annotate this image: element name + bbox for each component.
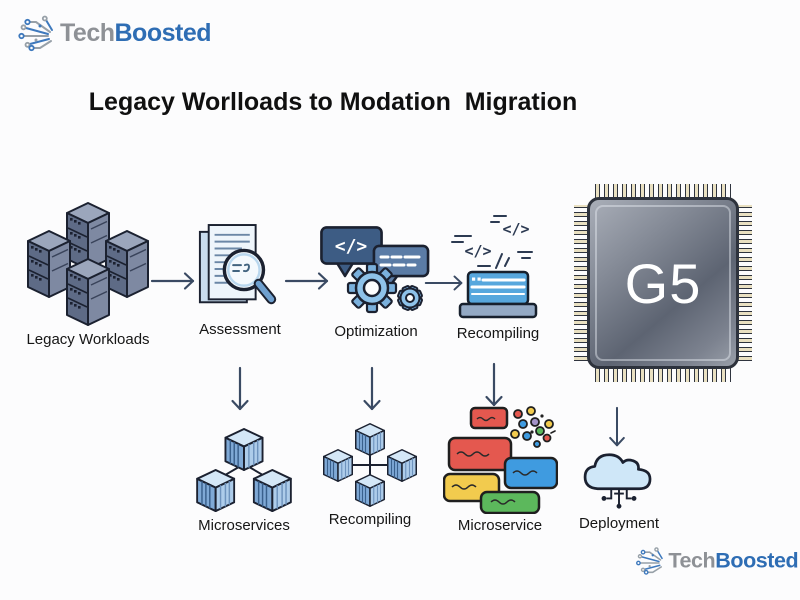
chip-pins-left (574, 205, 588, 361)
step-recompiling-bottom: Recompiling (318, 422, 422, 528)
arrow-down-icon (363, 366, 381, 411)
arrow-right-icon (150, 272, 195, 290)
chip-label: G5 (624, 251, 702, 315)
arrow-down-icon (485, 362, 503, 407)
brand-tech-text: Tech (60, 18, 115, 47)
arrow-down-icon (609, 406, 625, 447)
arrow-down-icon (231, 366, 249, 411)
step-label: Microservices (198, 517, 290, 534)
code-bubbles-gears-icon: </> (320, 226, 430, 314)
step-recompiling-top: </> </> Recompiling (444, 210, 552, 342)
code-glyph-text: </> (464, 242, 491, 260)
step-label: Legacy Workloads (26, 331, 150, 348)
code-glyph-text: </> (502, 220, 529, 238)
chip-pins-bottom (595, 368, 731, 382)
step-label: Recompiling (456, 325, 540, 342)
cloud-circuit-icon (583, 453, 652, 509)
step-optimization: </> (318, 226, 434, 340)
circuit-burst-icon (635, 547, 663, 575)
step-legacy-workloads: Legacy Workloads (18, 202, 158, 348)
step-deployment: Deployment (576, 448, 662, 532)
page-title: Legacy Worlloads to Modation Migration (88, 88, 578, 116)
brand-wordmark: TechBoosted (668, 548, 798, 573)
brand-wordmark: TechBoosted (60, 19, 211, 48)
server-cluster-icon (27, 202, 149, 326)
step-label: Deployment (578, 515, 660, 532)
step-label: Assessment (199, 321, 281, 338)
step-microservice: Microservice (440, 406, 560, 534)
step-microservices: Microservices (192, 428, 296, 534)
brand-logo-top: TechBoosted (16, 14, 211, 52)
circuit-burst-icon (18, 15, 53, 52)
three-containers-icon (196, 428, 292, 513)
chip-pins-right (738, 205, 752, 361)
four-containers-icon (323, 423, 417, 507)
brand-tech-text: Tech (668, 548, 716, 573)
chip-pins-top (595, 184, 731, 198)
brand-logo-bottom: TechBoosted (634, 546, 799, 575)
g5-chip: G5 (574, 184, 752, 382)
step-label: Recompiling (328, 511, 412, 528)
brand-boosted-text: Boosted (715, 548, 799, 573)
colored-blocks-dots-icon (442, 406, 558, 514)
brand-boosted-text: Boosted (114, 18, 212, 47)
code-glyph-text: </> (335, 236, 368, 257)
step-label: Microservice (457, 517, 543, 534)
step-label: Optimization (334, 323, 418, 340)
code-server-icon: </> </> (451, 215, 538, 319)
step-assessment: Assessment (192, 222, 288, 338)
document-magnifier-icon (198, 224, 277, 305)
chip-body: G5 (587, 197, 739, 369)
